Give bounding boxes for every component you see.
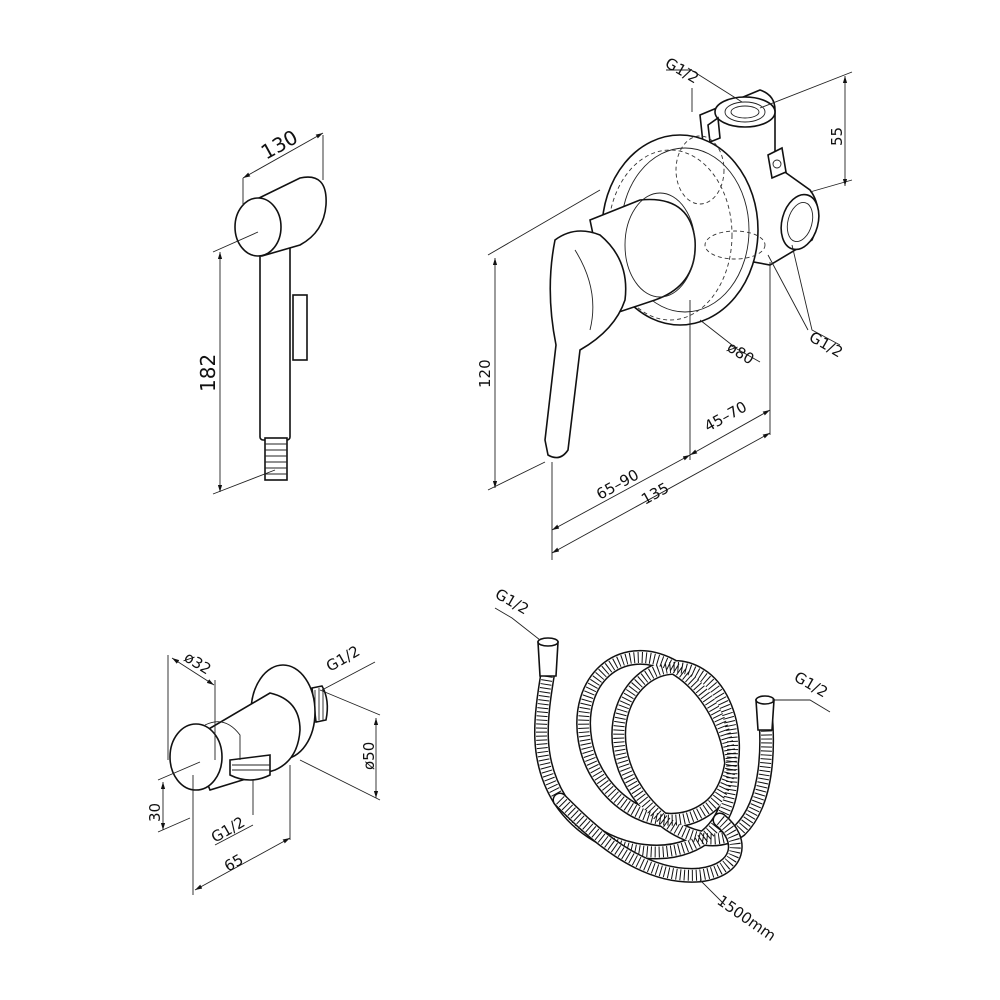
bracket-height-label: 30 (146, 803, 164, 822)
hose-right-thread-label: G1/2 (791, 668, 831, 701)
sprayer-thread (264, 437, 288, 481)
shower-hose: G1/2 G1/2 1500mm (492, 585, 831, 945)
mixer-depth-label: 55 (828, 127, 846, 146)
wall-bracket-outlet: ø32 G1/2 ø50 30 G1/2 65 (146, 642, 381, 895)
hand-sprayer: 130 182 (196, 125, 327, 495)
mixer-height-label: 120 (476, 359, 494, 388)
hose-left-connector (537, 637, 559, 677)
bracket-length-label: 65 (221, 850, 247, 875)
concealed-mixer: 120 55 G1/2 G1/2 ø80 45–70 65–90 135 (476, 54, 853, 560)
mixer-wall-depth-label: 45–70 (701, 398, 750, 436)
mixer-handle-reach-label: 65–90 (593, 466, 642, 504)
sprayer-height-label: 182 (196, 354, 220, 392)
bracket-bottom-thread-label: G1/2 (208, 813, 248, 846)
mixer-total-length-label: 135 (638, 479, 672, 509)
bracket-rear-thread-label: G1/2 (323, 642, 363, 675)
mixer-inlet-top-label: G1/2 (662, 54, 702, 87)
hose-length-label: 1500mm (714, 892, 780, 945)
sprayer-width-label: 130 (257, 125, 302, 165)
bracket-face-diameter-label: ø32 (181, 648, 215, 678)
bracket-flange-diameter-label: ø50 (360, 742, 378, 770)
hose-right-connector (755, 695, 775, 731)
hose-left-thread-label: G1/2 (492, 585, 532, 618)
mixer-outlet-label: G1/2 (806, 328, 846, 361)
